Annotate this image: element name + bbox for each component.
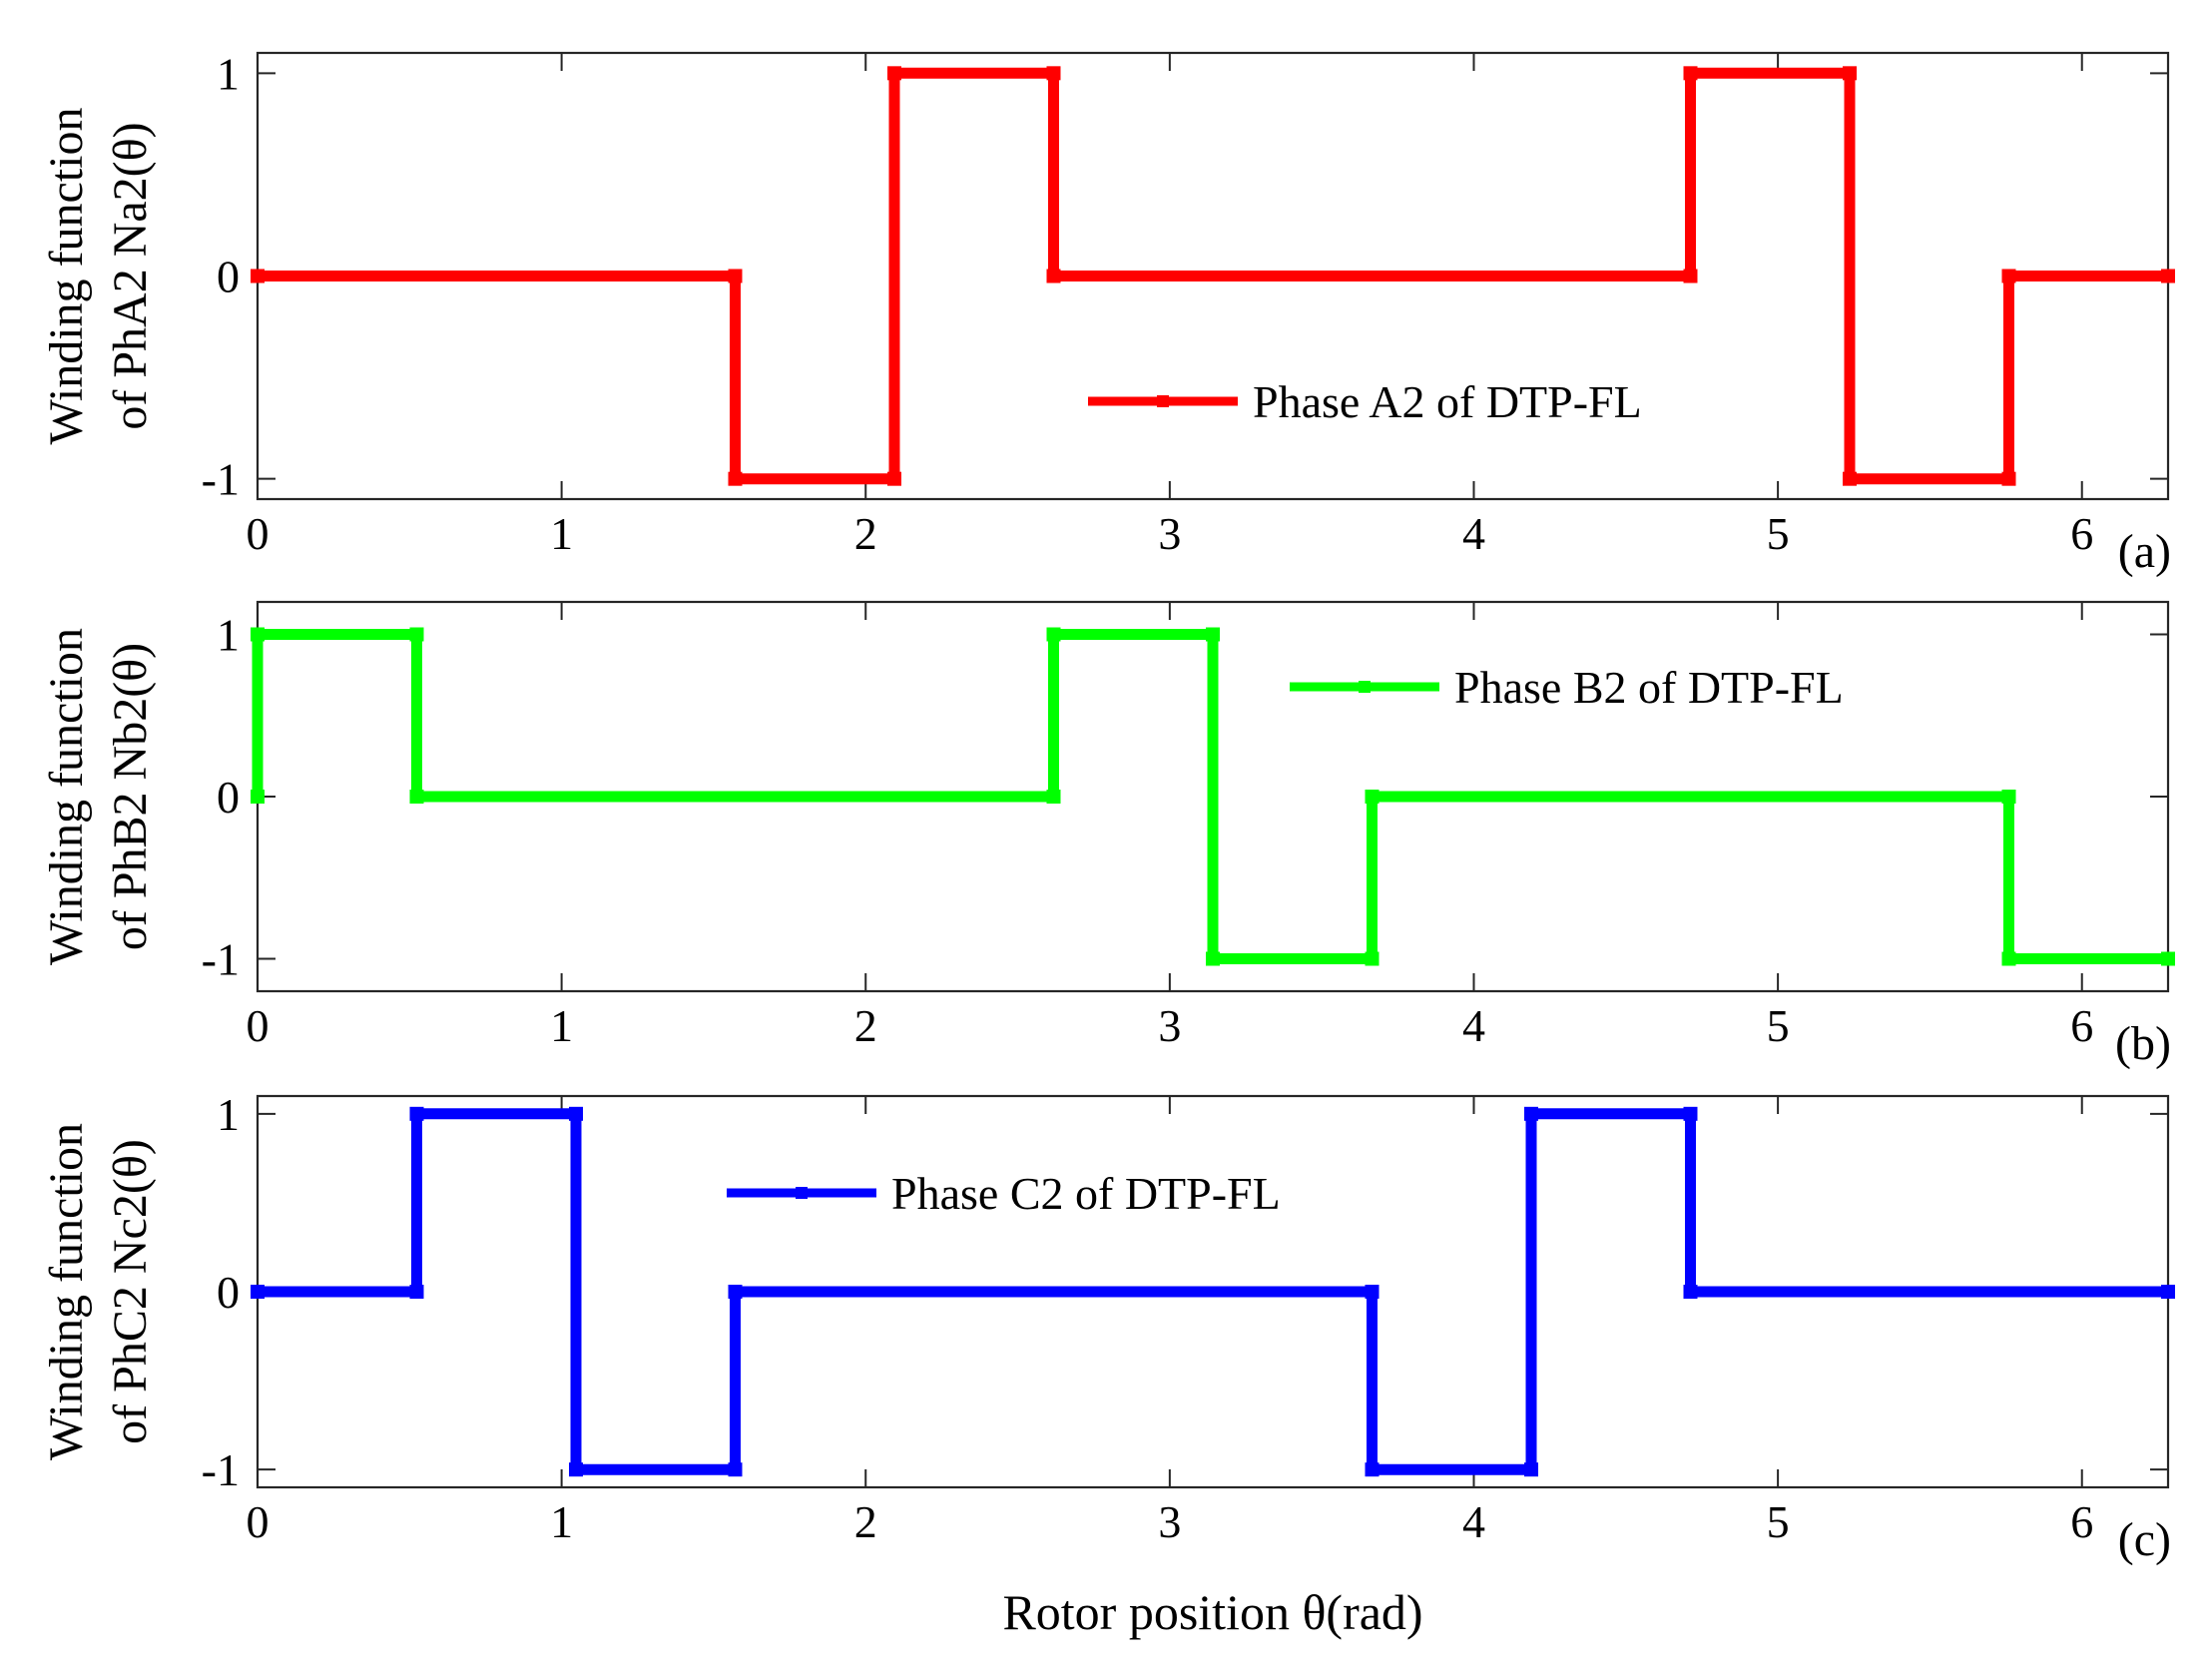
y-tick-label: 1	[217, 610, 240, 661]
series-point	[251, 269, 265, 283]
y-axis-label-line1: Winding function	[40, 1123, 93, 1460]
series-point	[1365, 951, 1380, 966]
y-axis-label-line2: of PhB2 Nb2(θ)	[104, 643, 157, 950]
series-point	[1365, 790, 1380, 804]
x-tick-label: 1	[550, 1496, 573, 1547]
series-point	[251, 1285, 265, 1299]
series-point	[1046, 66, 1061, 81]
legend-marker	[1157, 395, 1169, 407]
y-tick-label: -1	[202, 1444, 240, 1495]
x-tick-label: 5	[1767, 1496, 1790, 1547]
panel-tag: (c)	[2118, 1513, 2171, 1566]
series-point	[409, 790, 424, 804]
legend-marker	[1359, 681, 1371, 693]
x-tick-label: 5	[1767, 508, 1790, 559]
series-point	[2001, 790, 2016, 804]
x-tick-label: 3	[1158, 1496, 1181, 1547]
y-tick-label: 1	[217, 48, 240, 99]
x-tick-label: 4	[1462, 508, 1485, 559]
series-point	[1683, 1285, 1698, 1299]
series-point	[251, 790, 265, 804]
series-point	[2161, 269, 2175, 283]
series-point	[1206, 627, 1220, 642]
y-tick-label: 0	[217, 1267, 240, 1318]
series-point	[2001, 471, 2016, 486]
series-point	[1524, 1462, 1538, 1477]
y-tick-label: 0	[217, 252, 240, 302]
series-point	[569, 1106, 583, 1121]
x-tick-label: 2	[854, 1496, 877, 1547]
x-tick-label: 1	[550, 508, 573, 559]
y-axis-label-line2: of PhC2 Nc2(θ)	[104, 1139, 157, 1444]
series-point	[2161, 1285, 2175, 1299]
series-point	[1365, 1285, 1380, 1299]
x-tick-label: 0	[247, 508, 270, 559]
series-point	[887, 471, 901, 486]
series-point	[728, 269, 743, 283]
y-tick-label: 1	[217, 1089, 240, 1140]
series-point	[1206, 951, 1220, 966]
panel-tag: (a)	[2118, 525, 2171, 578]
legend-label: Phase C2 of DTP-FL	[891, 1168, 1281, 1219]
x-tick-label: 0	[247, 1000, 270, 1051]
x-tick-label: 4	[1462, 1000, 1485, 1051]
series-point	[2161, 951, 2175, 966]
series-point	[1683, 66, 1698, 81]
series-point	[1524, 1106, 1538, 1121]
series-point	[2001, 951, 2016, 966]
x-tick-label: 6	[2070, 508, 2093, 559]
series-line	[252, 67, 2174, 485]
y-axis-label-line1: Winding function	[40, 107, 93, 444]
y-tick-label: -1	[202, 454, 240, 505]
y-axis-label-line1: Winding function	[40, 628, 93, 965]
series-point	[728, 471, 743, 486]
series-point	[1683, 1106, 1698, 1121]
series-point	[2001, 269, 2016, 283]
series-point	[1046, 269, 1061, 283]
series-point	[887, 66, 901, 81]
x-tick-label: 5	[1767, 1000, 1790, 1051]
x-tick-label: 3	[1158, 1000, 1181, 1051]
x-tick-label: 3	[1158, 508, 1181, 559]
series-point	[1365, 1462, 1380, 1477]
series-point	[1843, 471, 1857, 486]
series-line	[252, 1108, 2174, 1475]
x-tick-label: 0	[247, 1496, 270, 1547]
series-point	[569, 1462, 583, 1477]
y-tick-label: -1	[202, 934, 240, 985]
series-point	[728, 1285, 743, 1299]
panel-tag: (b)	[2115, 1017, 2171, 1070]
legend-label: Phase A2 of DTP-FL	[1253, 376, 1642, 427]
series-point	[1843, 66, 1857, 81]
y-axis-label-line2: of PhA2 Na2(θ)	[104, 122, 157, 429]
x-tick-label: 4	[1462, 1496, 1485, 1547]
series-point	[409, 1106, 424, 1121]
series-line	[252, 629, 2174, 964]
x-tick-label: 1	[550, 1000, 573, 1051]
legend-label: Phase B2 of DTP-FL	[1454, 662, 1844, 713]
legend-marker	[796, 1187, 808, 1199]
series-point	[251, 627, 265, 642]
x-axis-label: Rotor position θ(rad)	[1002, 1584, 1422, 1640]
series-point	[728, 1462, 743, 1477]
x-tick-label: 2	[854, 1000, 877, 1051]
x-tick-label: 2	[854, 508, 877, 559]
y-tick-label: 0	[217, 772, 240, 823]
series-point	[409, 627, 424, 642]
x-tick-label: 6	[2070, 1000, 2093, 1051]
x-tick-label: 6	[2070, 1496, 2093, 1547]
series-point	[1046, 790, 1061, 804]
series-point	[409, 1285, 424, 1299]
series-point	[1046, 627, 1061, 642]
series-point	[1683, 269, 1698, 283]
